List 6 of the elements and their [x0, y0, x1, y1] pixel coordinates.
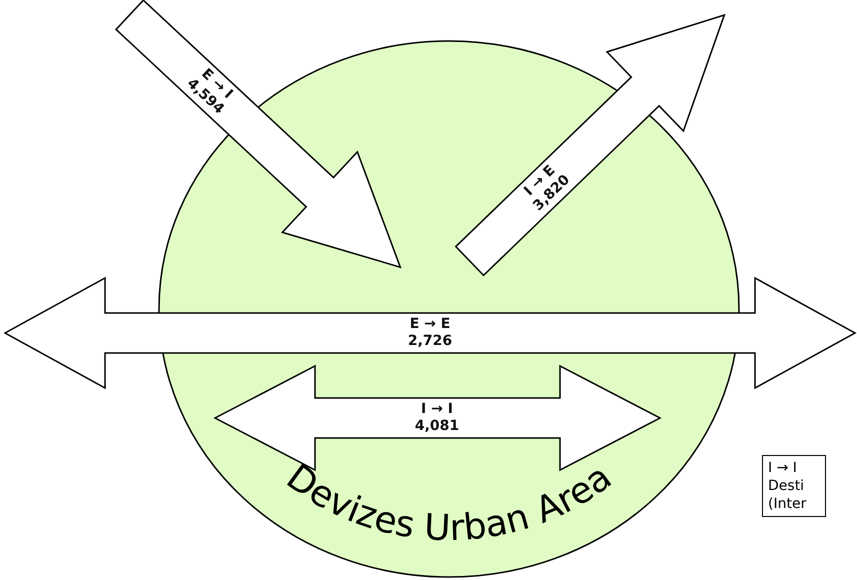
trip-count: 4,081	[414, 418, 460, 435]
trip-count: 2,726	[408, 333, 452, 350]
note-box: I → I Desti (Inter	[762, 455, 826, 517]
flow-direction-label: E → E	[410, 316, 450, 333]
double-headed-arrow-shape	[5, 278, 855, 388]
flow-direction-label: I → I	[421, 401, 453, 418]
